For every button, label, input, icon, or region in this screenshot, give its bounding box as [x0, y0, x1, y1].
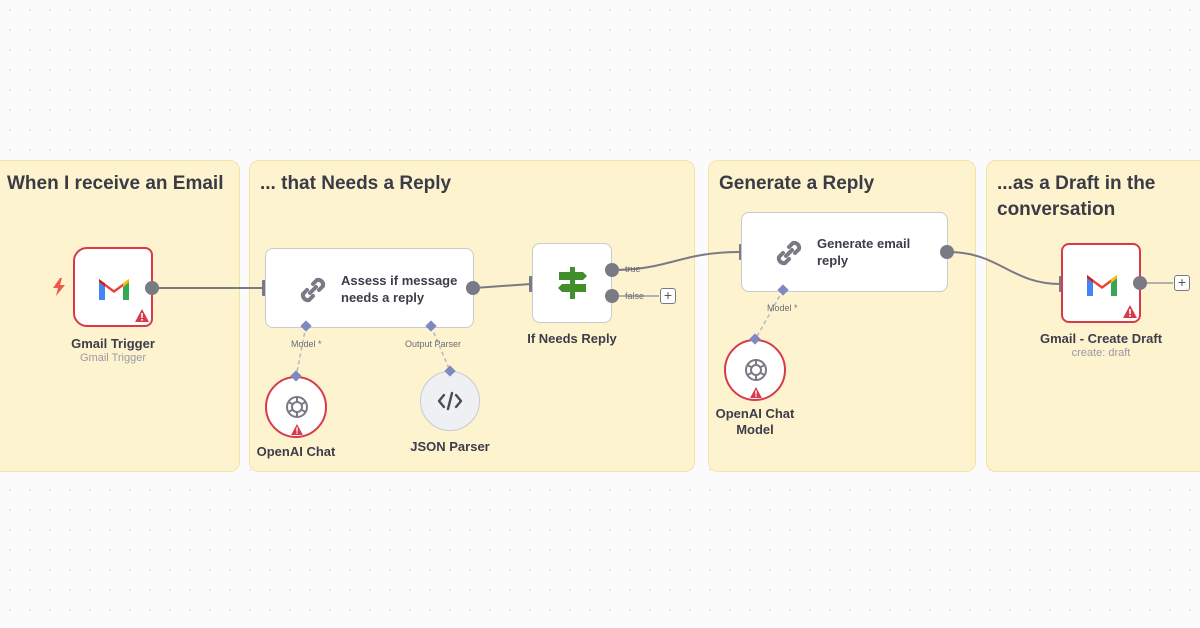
openai-chat-label: OpenAI Chat — [256, 444, 336, 459]
openai-chat-node[interactable] — [265, 376, 327, 438]
false-branch-label: false — [625, 291, 645, 301]
json-parser-label: JSON Parser — [410, 439, 490, 454]
true-output-port[interactable] — [605, 263, 619, 277]
openai-icon — [742, 356, 770, 389]
generate-label: Generate email reply — [817, 236, 911, 268]
gmail-icon — [1085, 272, 1119, 303]
output-port[interactable] — [1133, 276, 1147, 290]
output-port[interactable] — [940, 245, 954, 259]
assess-reply-node[interactable]: Assess if message needs a reply — [265, 248, 474, 328]
edge-assess-if — [473, 283, 532, 289]
false-output-port[interactable] — [605, 289, 619, 303]
gmail-trigger-label: Gmail Trigger — [71, 336, 155, 351]
gmail-create-draft-sub: create: draft — [1071, 347, 1131, 359]
group-draft[interactable]: ...as a Draft in the conversation — [986, 160, 1200, 472]
json-parser-node[interactable] — [420, 371, 480, 431]
gmail-create-draft-label: Gmail - Create Draft — [1039, 331, 1163, 346]
group-title: Generate a Reply — [719, 173, 875, 194]
gmail-trigger-sub: Gmail Trigger — [79, 352, 147, 364]
if-needs-reply-node[interactable] — [532, 243, 612, 323]
group-title: When I receive an Email — [7, 173, 224, 194]
link-icon — [772, 236, 806, 275]
gmail-create-draft-node[interactable] — [1061, 243, 1141, 323]
bolt-icon — [52, 278, 66, 301]
warning-icon — [135, 309, 149, 327]
group-receive-email[interactable]: When I receive an Email — [0, 160, 240, 472]
edge-model-2 — [754, 289, 784, 341]
group-title: ... that Needs a Reply — [260, 173, 452, 194]
output-parser-label: Output Parser — [405, 339, 462, 349]
warning-icon — [750, 385, 762, 403]
edge-model-1 — [295, 325, 307, 378]
output-port[interactable] — [466, 281, 480, 295]
link-icon — [296, 273, 330, 312]
output-port[interactable] — [145, 281, 159, 295]
model-connector-label: Model * — [767, 303, 798, 313]
openai-chat-model-label: OpenAI Chat Model — [715, 406, 795, 437]
add-node-button[interactable]: + — [660, 288, 676, 304]
assess-label: Assess if message needs a reply — [341, 273, 458, 305]
gmail-trigger-node[interactable] — [73, 247, 153, 327]
plus-icon: + — [1177, 274, 1187, 290]
add-node-button[interactable]: + — [1174, 275, 1190, 291]
edge-if-generate — [611, 251, 741, 271]
edge-parser — [430, 325, 451, 372]
model-connector-label: Model * — [291, 339, 322, 349]
warning-icon — [291, 422, 303, 440]
code-icon — [437, 390, 463, 417]
plus-icon: + — [663, 287, 673, 303]
signpost-icon — [555, 265, 591, 306]
openai-icon — [283, 393, 311, 426]
group-title: ...as a Draft in the conversation — [997, 173, 1156, 220]
warning-icon — [1123, 305, 1137, 323]
openai-chat-model-node[interactable] — [724, 339, 786, 401]
generate-reply-node[interactable]: Generate email reply — [741, 212, 948, 292]
true-branch-label: true — [625, 264, 641, 274]
edge-generate-draft — [947, 251, 1062, 285]
gmail-icon — [97, 276, 131, 307]
if-needs-reply-label: If Needs Reply — [527, 331, 617, 346]
